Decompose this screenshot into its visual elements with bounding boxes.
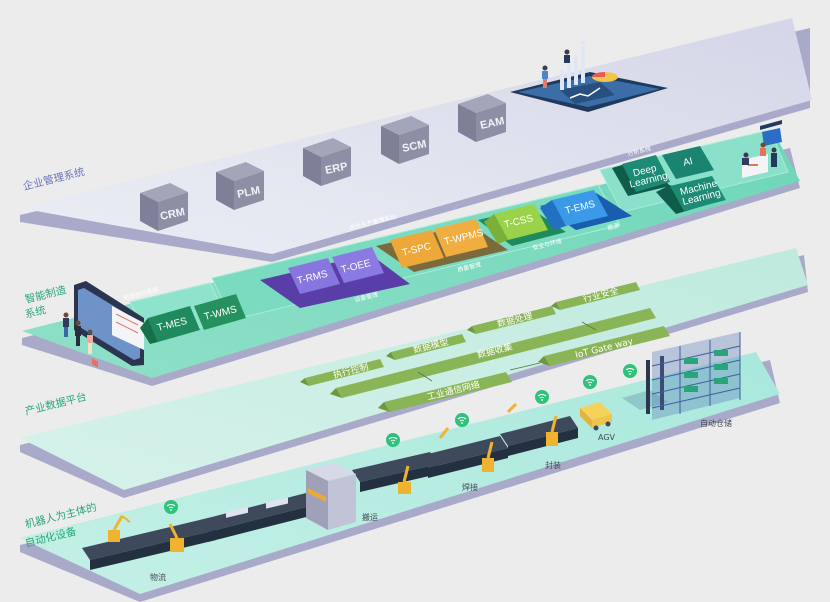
- bar-chart-bar: [574, 55, 578, 85]
- module-t-ems[interactable]: T-EMS: [540, 190, 608, 230]
- conveyor-belt: [420, 436, 508, 468]
- station-label-packaging: 封装: [545, 460, 561, 470]
- system-box-label: EAM: [479, 115, 505, 132]
- module-t-oee[interactable]: T-OEE: [332, 247, 384, 283]
- data-layer-label: 产业数据平台: [24, 390, 88, 418]
- mes-group: 制造执行系统 T-MES T-WMS: [123, 285, 246, 344]
- module-t-spc[interactable]: T-SPC: [390, 230, 444, 268]
- wifi-icon: [535, 390, 549, 404]
- robot-arm-icon: [438, 427, 494, 472]
- analysis-group: 分析系统 DeepLearning AI MachineLearning: [612, 120, 782, 214]
- enterprise-layer-label: 企业管理系统: [22, 165, 87, 193]
- station-label-agv: AGV: [598, 433, 616, 442]
- module-t-rms[interactable]: T-RMS: [288, 258, 340, 294]
- module-t-wms[interactable]: T-WMS: [194, 294, 246, 330]
- system-box-plm[interactable]: PLM: [216, 162, 264, 210]
- manufacturing-layer-label-line1: 智能制造: [24, 283, 68, 306]
- system-box-erp[interactable]: ERP: [303, 138, 351, 186]
- subgroup-equipment: T-RMS T-OEE 设备管理: [260, 247, 410, 308]
- wifi-icon: [386, 433, 400, 447]
- station-label-storage: 自动仓储: [700, 418, 732, 428]
- bar-chart-bar: [581, 46, 585, 83]
- wifi-icon: [623, 364, 637, 378]
- manufacturing-layer-label-line2: 系统: [24, 303, 48, 321]
- module-t-wpms[interactable]: T-WPMS: [434, 219, 488, 257]
- connector-arrows: [417, 321, 597, 382]
- module-label: AI: [682, 156, 694, 169]
- analytics-tablet-illustration: [510, 38, 668, 112]
- system-box-eam[interactable]: EAM: [458, 94, 506, 142]
- dashboard-screen-illustration: [63, 281, 144, 368]
- person-icon: [542, 65, 548, 88]
- module-ai[interactable]: AI: [662, 146, 714, 179]
- module-machine-learning[interactable]: MachineLearning: [656, 176, 726, 214]
- conveyor-belt: [200, 492, 318, 532]
- conveyor-belt: [352, 452, 438, 482]
- subgroup-caption: 能源: [607, 221, 621, 232]
- module-deep-learning[interactable]: DeepLearning: [612, 155, 670, 196]
- station-label-welding: 焊接: [462, 482, 478, 492]
- subgroup-energy: T-EMS 能源: [540, 190, 632, 232]
- robot-arm-icon: [108, 515, 131, 542]
- wifi-icon: [583, 375, 597, 389]
- subgroup-safety: T-CSS 安全与环境: [478, 204, 566, 252]
- system-box-label: SCM: [401, 138, 427, 155]
- system-box-label: CRM: [159, 206, 186, 223]
- enterprise-boxes: CRM PLM ERP SCM EAM: [140, 94, 506, 231]
- automated-storage-illustration: [622, 332, 741, 420]
- module-t-css[interactable]: T-CSS: [484, 204, 548, 244]
- wifi-pins: [164, 364, 637, 514]
- bar-chart-bar: [567, 64, 571, 88]
- robot-arm-icon: [398, 465, 411, 494]
- wifi-icon: [164, 500, 178, 514]
- subgroup-quality: T-SPC T-WPMS 质量管理: [376, 219, 508, 274]
- press-machine-illustration: [306, 463, 356, 530]
- wifi-icon: [455, 413, 469, 427]
- system-box-label: PLM: [236, 184, 261, 201]
- system-box-crm[interactable]: CRM: [140, 183, 188, 231]
- person-icon: [87, 329, 93, 354]
- person-icon: [564, 49, 570, 63]
- data-tags: 执行控制 数据模型 数据处理 行业安全 数据收集 IoT Gate way: [300, 282, 670, 412]
- module-t-mes[interactable]: T-MES: [140, 306, 200, 344]
- conveyor-belt: [500, 416, 578, 446]
- system-box-scm[interactable]: SCM: [381, 116, 429, 164]
- person-icon: [63, 312, 69, 337]
- bar-chart-bar: [560, 70, 564, 90]
- person-icon: [75, 320, 81, 346]
- station-label-handling: 搬运: [362, 512, 378, 522]
- agv-illustration: [580, 402, 612, 431]
- station-label-logistics: 物流: [150, 572, 166, 582]
- system-box-label: ERP: [324, 160, 349, 176]
- robot-arm-icon: [168, 523, 184, 552]
- conveyor-belt: [82, 518, 216, 560]
- robot-arm-icon: [506, 402, 558, 446]
- integrated-group: 综合生产管理系统 T-RMS T-OEE 设备管理 T-SPC T-WP: [260, 190, 632, 308]
- meeting-illustration: [742, 120, 782, 178]
